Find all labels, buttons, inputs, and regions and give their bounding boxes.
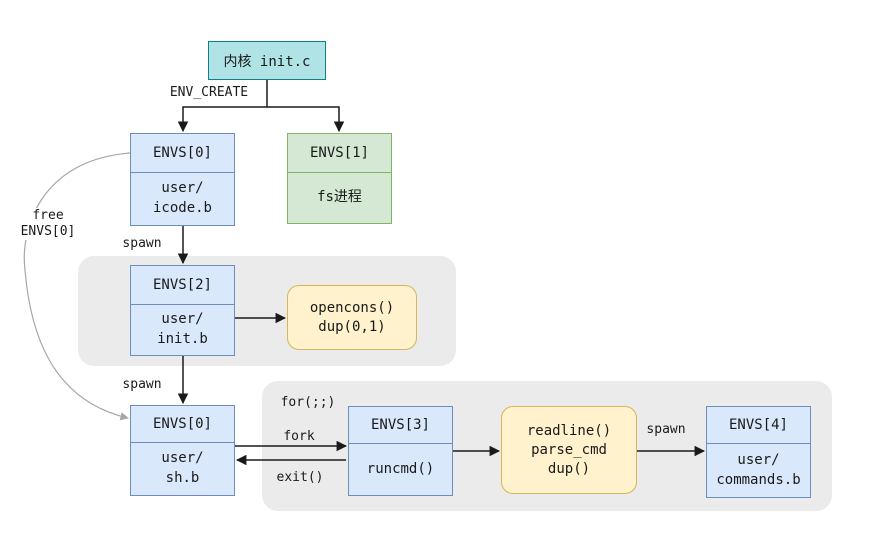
envs2-init-body: user/ init.b [157,311,208,347]
envs0-icode-header: ENVS[0] [131,134,234,173]
envs2-init-header: ENVS[2] [131,266,234,305]
exit-label: exit() [276,470,324,485]
envs4-commands-node: ENVS[4] user/ commands.b [706,406,811,498]
env-create-label: ENV_CREATE [160,85,258,101]
envs0-sh-node: ENVS[0] user/ sh.b [130,405,235,496]
spawn-label-3: spawn [646,422,686,437]
envs1-fs-body: fs进程 [317,189,362,205]
envs0-sh-body: user/ sh.b [161,450,204,486]
kernel-node: 内核 init.c [208,41,326,80]
envs1-fs-node: ENVS[1] fs进程 [287,133,392,224]
envs4-commands-body: user/ commands.b [716,451,801,488]
readline-note: readline() parse_cmd dup() [501,406,637,494]
opencons-note: opencons() dup(0,1) [287,285,417,350]
envs0-icode-body: user/ icode.b [152,180,212,216]
kernel-label: 内核 init.c [223,53,311,70]
envs3-runcmd-body: runcmd() [366,460,435,477]
for-loop-label: for(;;) [280,395,336,410]
envs3-runcmd-header: ENVS[3] [349,407,452,444]
edge-free-envs0 [23,152,131,421]
spawn-label-2: spawn [116,377,168,393]
envs0-icode-node: ENVS[0] user/ icode.b [130,133,235,226]
free-envs0-label: free ENVS[0] [12,208,84,240]
envs4-commands-header: ENVS[4] [707,407,810,444]
spawn-label-1: spawn [116,236,168,252]
edge-kernel-to-envs0 [177,80,268,133]
fork-label: fork [283,429,315,444]
envs0-sh-header: ENVS[0] [131,406,234,443]
envs2-init-node: ENVS[2] user/ init.b [130,265,235,356]
envs1-fs-header: ENVS[1] [288,134,391,173]
edge-kernel-to-envs1 [267,106,345,133]
envs3-runcmd-node: ENVS[3] runcmd() [348,406,453,496]
